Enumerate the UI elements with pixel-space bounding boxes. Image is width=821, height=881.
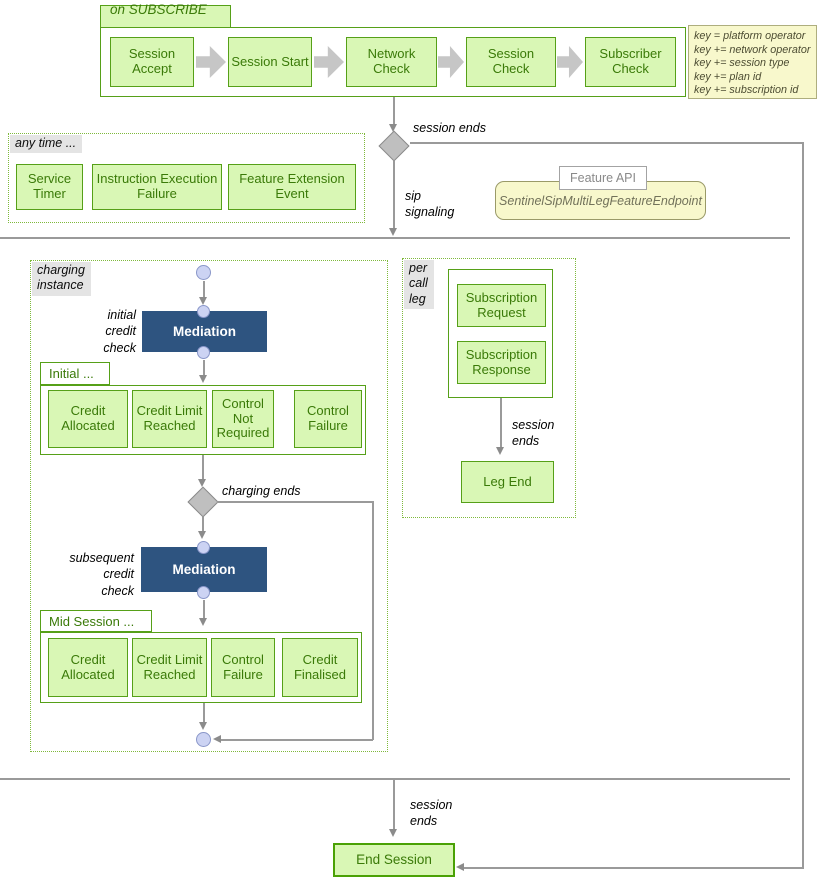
- edge-line: [203, 360, 205, 375]
- arrowhead-icon: [198, 479, 206, 487]
- edge-line: [202, 455, 204, 479]
- key-note-line: key = platform operator: [694, 30, 806, 42]
- node-control-failure-initial: Control Failure: [294, 390, 362, 448]
- node-leg-end: Leg End: [461, 461, 554, 503]
- key-note-line: key += plan id: [694, 70, 762, 83]
- edge-line: [410, 142, 803, 144]
- node-credit-allocated-mid: Credit Allocated: [48, 638, 128, 697]
- any-time-group: [8, 133, 365, 223]
- edge-line: [203, 703, 205, 722]
- node-mediation-subsequent: Mediation: [141, 547, 267, 592]
- initial-credit-check-label: initial credit check: [103, 308, 136, 355]
- node-subscriber-check: Subscriber Check: [585, 37, 676, 87]
- node-credit-finalised: Credit Finalised: [282, 638, 358, 697]
- node-subscription-response: Subscription Response: [457, 341, 546, 384]
- node-session-check: Session Check: [466, 37, 556, 87]
- charging-instance-group: [30, 260, 388, 752]
- node-session-start: Session Start: [228, 37, 312, 87]
- edge-line: [217, 501, 373, 503]
- lane-divider: [0, 237, 790, 239]
- edge-label-session-ends-leg: session ends: [512, 418, 555, 449]
- node-network-check: Network Check: [346, 37, 437, 87]
- node-control-failure-mid: Control Failure: [211, 638, 275, 697]
- end-circle: [196, 732, 211, 747]
- subsequent-credit-check-label: subsequent credit check: [69, 551, 134, 598]
- edge-line: [203, 281, 205, 300]
- edge-line: [203, 600, 205, 618]
- edge-label-charging-ends: charging ends: [222, 484, 301, 498]
- edge-line: [393, 780, 395, 829]
- arrowhead-icon: [389, 124, 397, 132]
- per-call-leg-label: per call leg: [404, 260, 434, 309]
- pin-circle: [197, 346, 210, 359]
- key-note-line: key += network operator: [694, 43, 811, 56]
- pin-circle: [197, 305, 210, 318]
- session-ends-diamond: [378, 130, 410, 162]
- arrowhead-icon: [199, 618, 207, 626]
- node-instruction-execution-failure: Instruction Execution Failure: [92, 164, 222, 210]
- edge-label-sip-signaling: sip signaling: [405, 189, 455, 220]
- edge-line: [462, 867, 803, 869]
- arrowhead-icon: [213, 735, 221, 743]
- key-note-line: key += session type: [694, 57, 790, 70]
- subscribe-lane-tab: on SUBSCRIBE ...: [100, 2, 231, 32]
- node-credit-allocated-initial: Credit Allocated: [48, 390, 128, 448]
- node-service-timer: Service Timer: [16, 164, 83, 210]
- initial-group-tab: Initial ...: [40, 362, 110, 385]
- node-feature-extension-event: Feature Extension Event: [228, 164, 356, 210]
- edge-line: [372, 501, 374, 740]
- node-credit-limit-reached-initial: Credit Limit Reached: [132, 390, 207, 448]
- edge-line: [500, 398, 502, 447]
- lane-divider: [0, 778, 790, 780]
- edge-label-session-ends-bottom: session ends: [410, 798, 453, 829]
- key-note-box: key = platform operator key += network o…: [688, 25, 817, 99]
- feature-api-title-box: Feature API: [559, 166, 647, 190]
- any-time-label: any time ...: [10, 135, 83, 154]
- edge-line: [393, 161, 395, 228]
- per-call-leg-group: [402, 258, 576, 518]
- mid-session-group-tab: Mid Session ...: [40, 610, 152, 632]
- start-circle: [196, 265, 211, 280]
- node-session-accept: Session Accept: [110, 37, 194, 87]
- arrowhead-icon: [199, 722, 207, 730]
- edge-line: [393, 97, 395, 124]
- arrowhead-icon: [496, 447, 504, 455]
- arrowhead-icon: [198, 531, 206, 539]
- node-end-session: End Session: [333, 843, 455, 877]
- arrowhead-icon: [456, 863, 464, 871]
- arrowhead-icon: [199, 375, 207, 383]
- edge-line: [802, 142, 804, 869]
- charging-instance-label: charging instance: [32, 262, 91, 296]
- node-subscription-request: Subscription Request: [457, 284, 546, 327]
- node-control-not-required: Control Not Required: [212, 390, 274, 448]
- node-credit-limit-reached-mid: Credit Limit Reached: [132, 638, 207, 697]
- arrowhead-icon: [199, 297, 207, 305]
- edge-line: [221, 739, 373, 741]
- edge-line: [202, 517, 204, 531]
- arrowhead-icon: [389, 829, 397, 837]
- key-note-line: key += subscription id: [694, 84, 799, 97]
- pin-circle: [197, 586, 210, 599]
- pin-circle: [197, 541, 210, 554]
- arrowhead-icon: [389, 228, 397, 236]
- edge-label-session-ends: session ends: [413, 121, 486, 135]
- feature-endpoint-box: SentinelSipMultiLegFeatureEndpoint: [495, 181, 706, 220]
